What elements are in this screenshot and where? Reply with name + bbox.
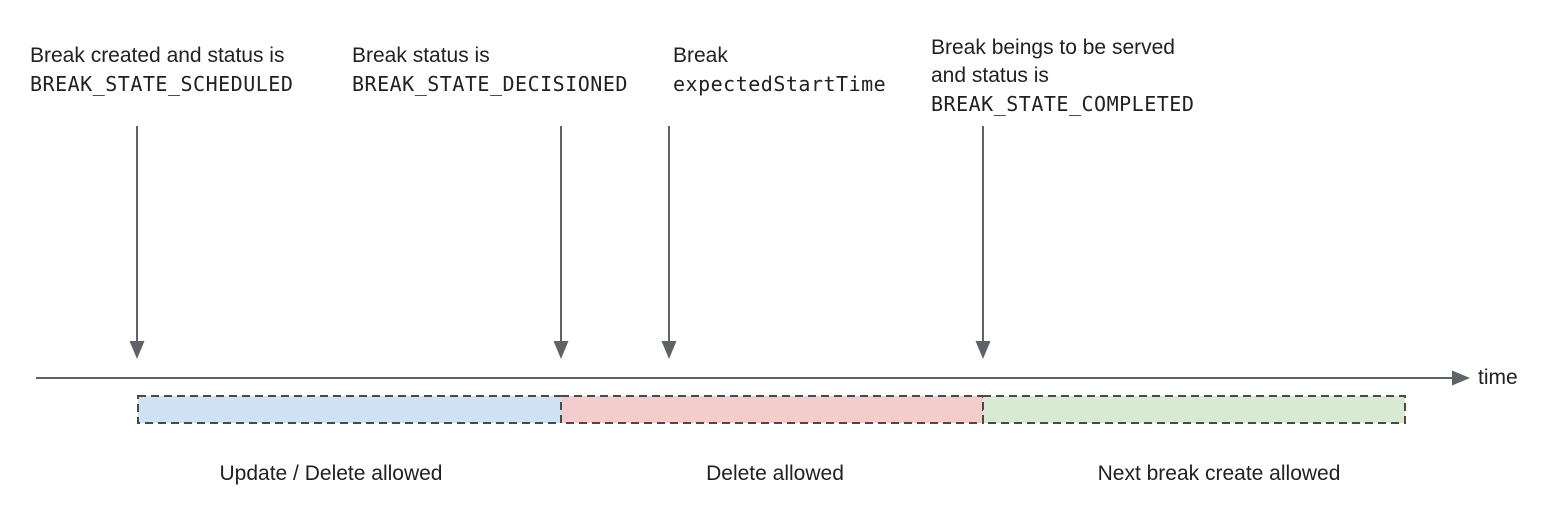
annotation-break-created: Break created and status is BREAK_STATE_… (30, 42, 293, 98)
annotation-code: BREAK_STATE_SCHEDULED (30, 72, 294, 96)
arrow-break-completed (975, 126, 991, 359)
annotation-code: BREAK_STATE_COMPLETED (931, 92, 1195, 116)
annotation-break-decisioned: Break status is BREAK_STATE_DECISIONED (352, 42, 628, 98)
arrow-break-created (129, 126, 145, 359)
arrow-expected-start-time (661, 126, 677, 359)
annotation-expected-start-time: Break expectedStartTime (673, 42, 886, 98)
arrow-break-decisioned (553, 126, 569, 359)
segment-delete-allowed (560, 395, 984, 424)
time-axis (36, 370, 1470, 386)
segment-label-update-delete-allowed: Update / Delete allowed (219, 462, 443, 485)
segment-next-break-create-allowed (982, 395, 1406, 424)
segment-update-delete-allowed (137, 395, 562, 424)
time-axis-arrowhead (1452, 370, 1470, 386)
annotation-code: expectedStartTime (673, 72, 887, 96)
annotation-text: Break (673, 44, 728, 67)
annotation-text: Break beings to be served (931, 36, 1175, 59)
annotation-code: BREAK_STATE_DECISIONED (352, 72, 628, 96)
annotation-break-completed: Break beings to be served and status is … (931, 34, 1194, 118)
annotation-text: Break status is (352, 44, 490, 67)
segment-label-next-break-create-allowed: Next break create allowed (1097, 462, 1341, 485)
annotation-text: and status is (931, 64, 1049, 87)
segment-label-delete-allowed: Delete allowed (706, 462, 844, 485)
annotation-text: Break created and status is (30, 44, 285, 67)
time-axis-label: time (1478, 366, 1518, 389)
